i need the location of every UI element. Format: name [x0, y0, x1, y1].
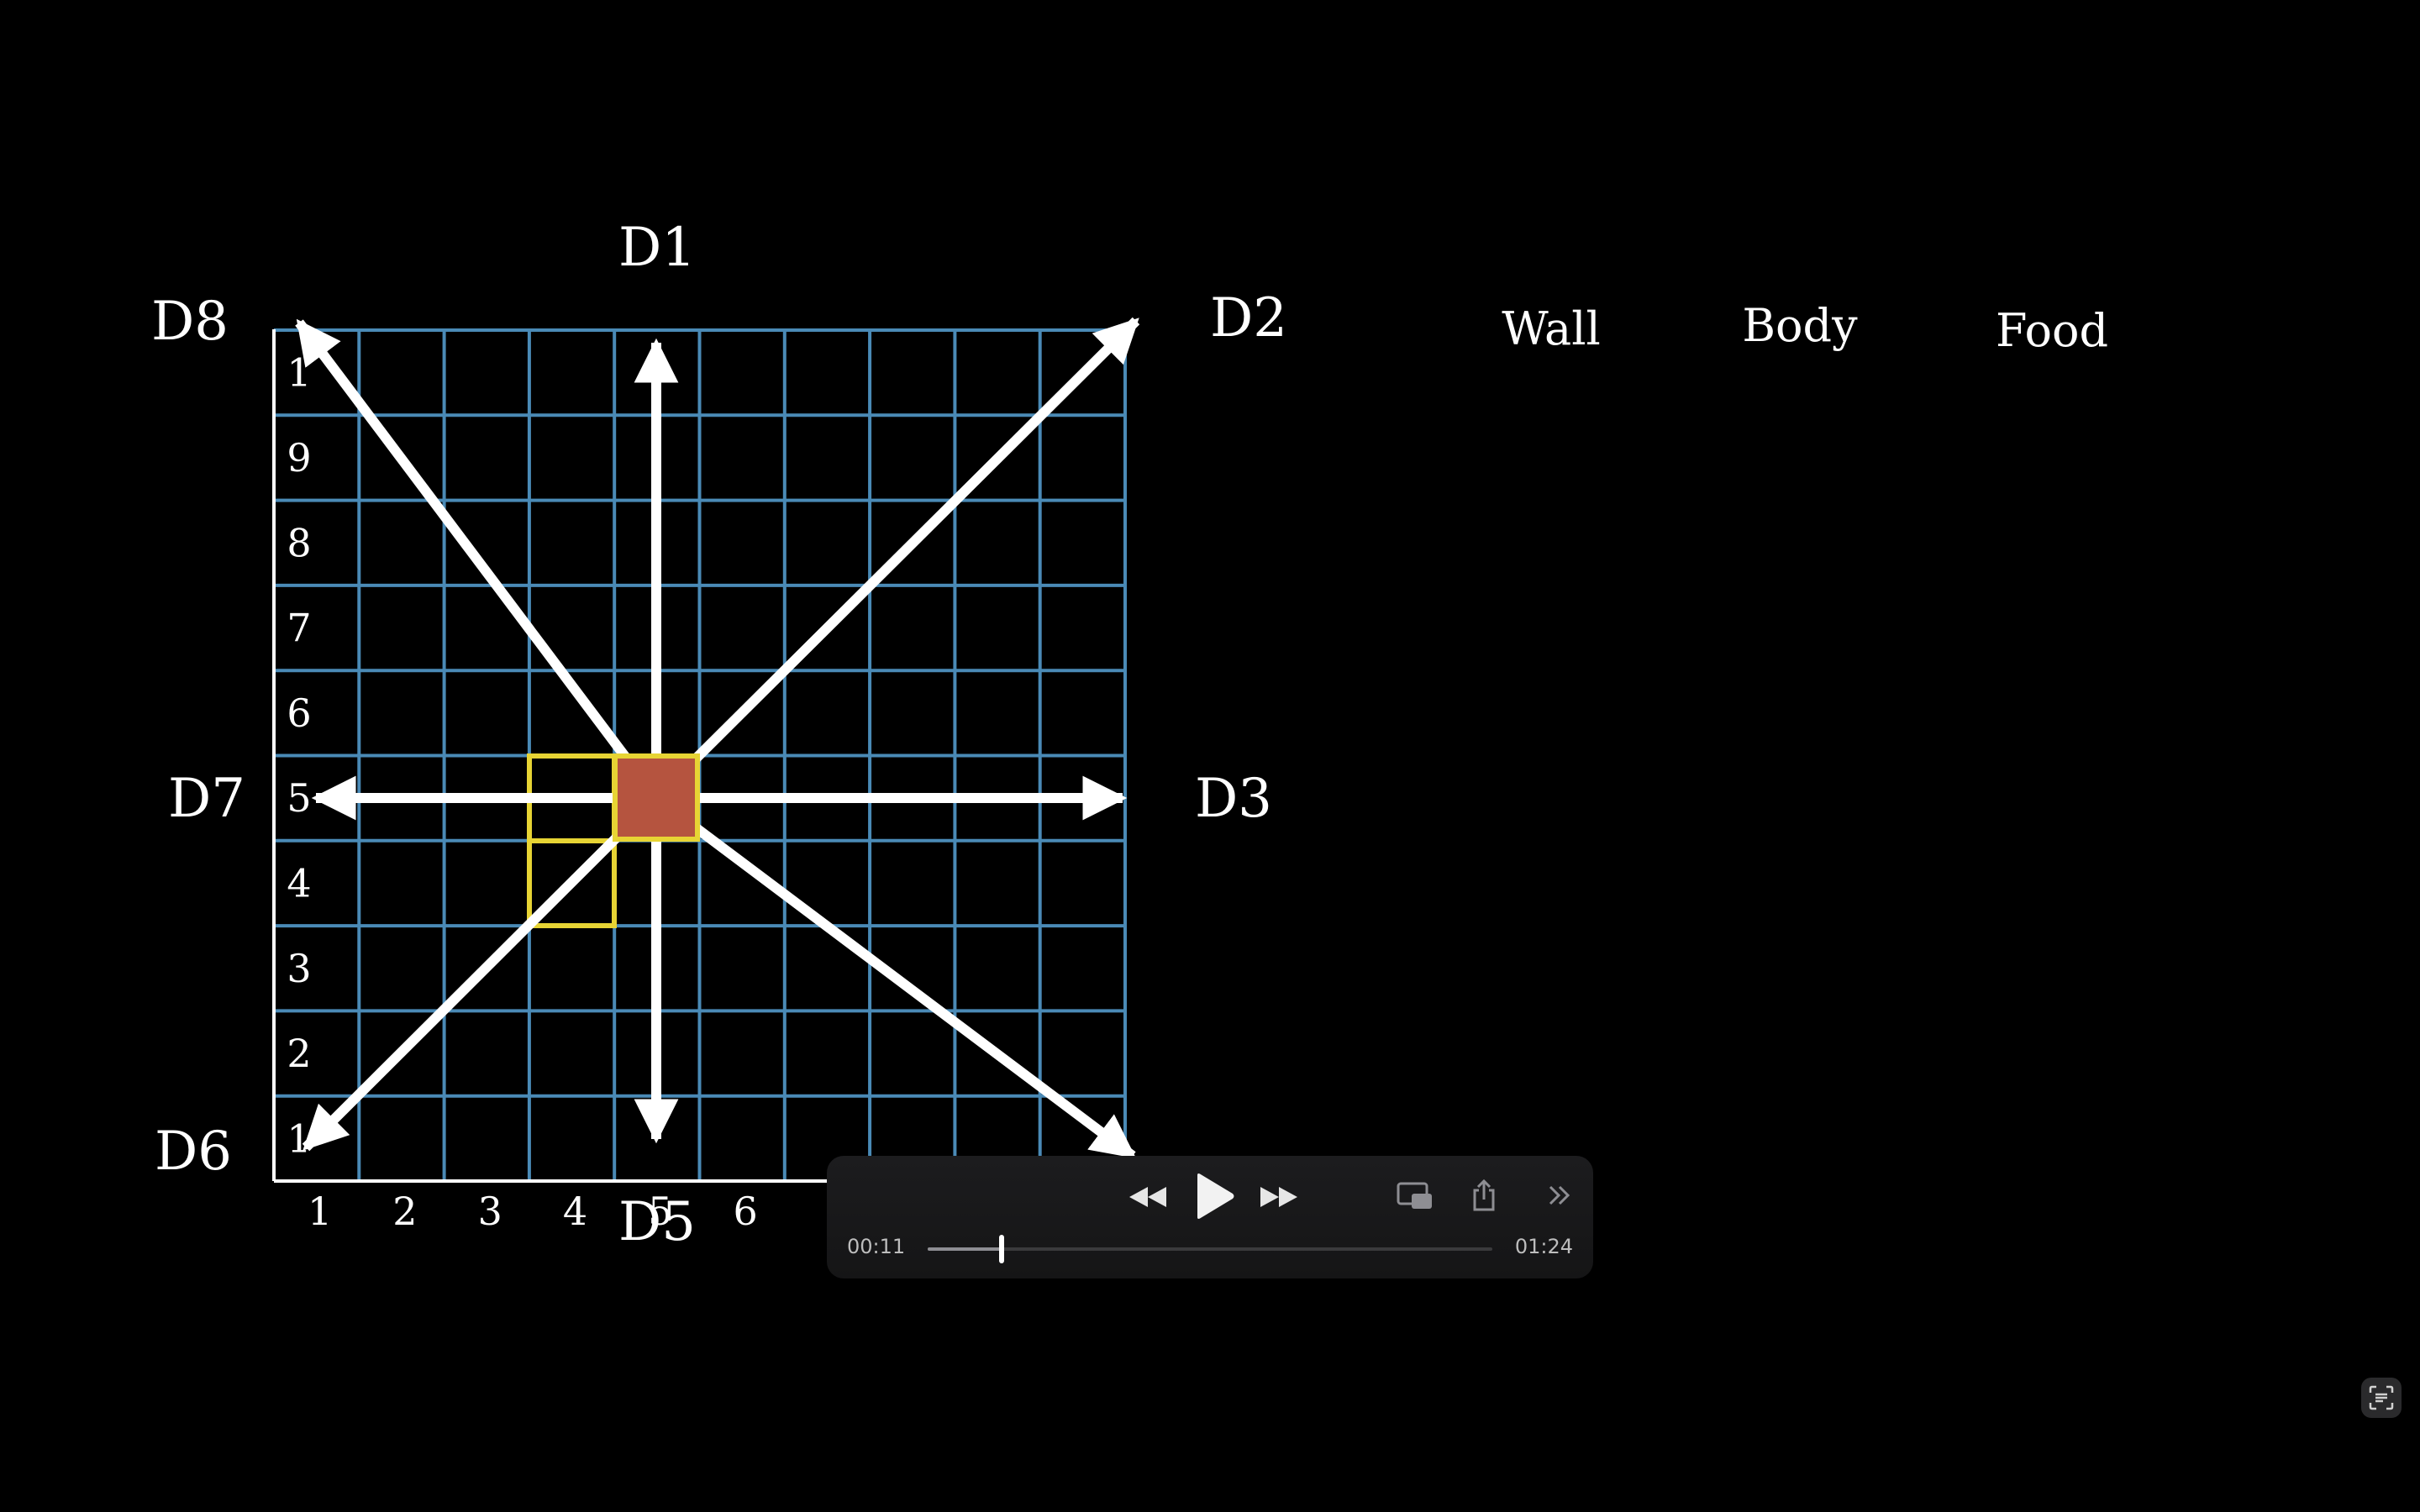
more-controls-button[interactable] — [1543, 1178, 1576, 1213]
playhead-handle[interactable] — [999, 1235, 1005, 1263]
legend-body: Body — [1742, 299, 1858, 352]
label-d6: D6 — [155, 1121, 232, 1183]
play-button[interactable] — [1188, 1169, 1240, 1223]
x-tick-label: 3 — [478, 1189, 502, 1234]
chevron-double-right-icon — [1549, 1185, 1570, 1205]
fast-forward-icon — [1260, 1187, 1297, 1207]
legend-wall: Wall — [1502, 302, 1601, 355]
rewind-button[interactable] — [1123, 1178, 1173, 1216]
y-tick-label: 9 — [287, 435, 311, 480]
snake-head-cell — [613, 753, 700, 842]
current-time: 00:11 — [847, 1235, 906, 1258]
live-text-icon — [2369, 1385, 2394, 1410]
progress-scrubber[interactable] — [928, 1235, 1492, 1263]
legend-food: Food — [1996, 304, 2108, 357]
fast-forward-button[interactable] — [1254, 1178, 1304, 1216]
y-tick-label: 5 — [287, 775, 311, 821]
x-tick-label: 4 — [563, 1189, 587, 1234]
label-d5: D5 — [618, 1191, 696, 1253]
arrow-d6 — [302, 794, 660, 1152]
arrow-d4 — [653, 794, 1137, 1160]
y-tick-label: 3 — [287, 946, 311, 991]
total-time: 01:24 — [1514, 1235, 1573, 1258]
share-button[interactable] — [1467, 1176, 1501, 1215]
y-tick-label: 6 — [287, 690, 311, 736]
y-tick-label: 4 — [287, 860, 311, 906]
x-tick-label: 2 — [392, 1189, 417, 1234]
highlight-cell-2 — [527, 838, 617, 928]
label-d3: D3 — [1195, 768, 1272, 830]
label-d7: D7 — [168, 768, 245, 830]
video-player-controls: 00:11 01:24 — [827, 1156, 1593, 1278]
picture-in-picture-button[interactable] — [1395, 1178, 1435, 1215]
arrow-d8 — [295, 318, 660, 801]
progress-fill — [928, 1247, 1002, 1251]
grid — [274, 328, 1127, 1181]
x-tick-label: 1 — [308, 1189, 332, 1234]
play-icon — [1197, 1173, 1234, 1219]
label-d1: D1 — [618, 217, 696, 279]
y-tick-label: 7 — [287, 606, 311, 651]
label-d2: D2 — [1210, 287, 1287, 349]
picture-in-picture-icon — [1397, 1182, 1432, 1209]
share-icon — [1473, 1179, 1495, 1211]
x-tick-label: 5 — [648, 1189, 672, 1234]
label-d8: D8 — [151, 291, 229, 353]
rewind-icon — [1129, 1187, 1166, 1207]
y-tick-label: 2 — [287, 1031, 311, 1076]
arrow-d2 — [652, 317, 1140, 802]
x-tick-label: 6 — [734, 1189, 758, 1234]
y-tick-label: 8 — [287, 520, 311, 565]
live-text-button[interactable] — [2361, 1378, 2402, 1418]
y-tick-label: 1 — [287, 350, 311, 396]
